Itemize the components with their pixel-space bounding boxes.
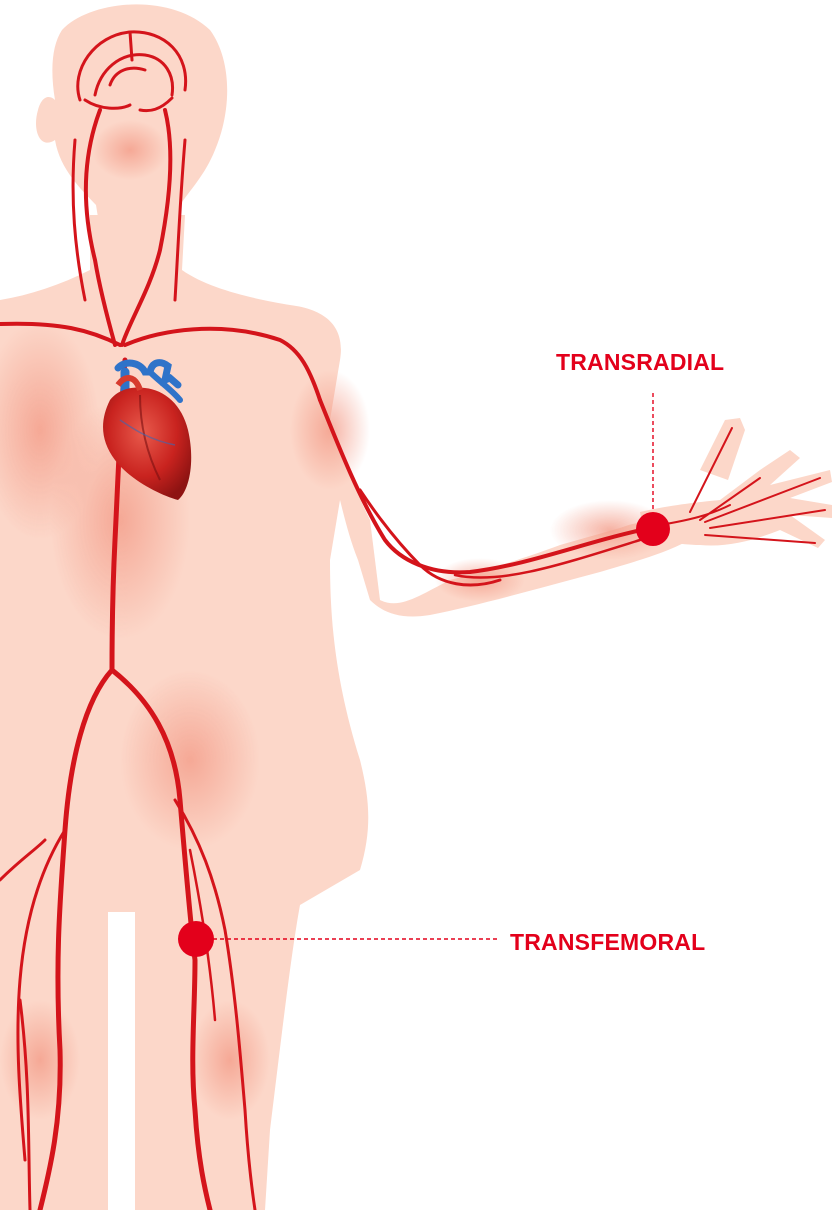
transfemoral-label: TRANSFEMORAL [510,929,705,956]
transradial-label: TRANSRADIAL [556,349,724,376]
leg-gap [108,912,135,1210]
transfemoral-marker [178,921,214,957]
transradial-marker-group [636,393,670,546]
transradial-marker [636,512,670,546]
